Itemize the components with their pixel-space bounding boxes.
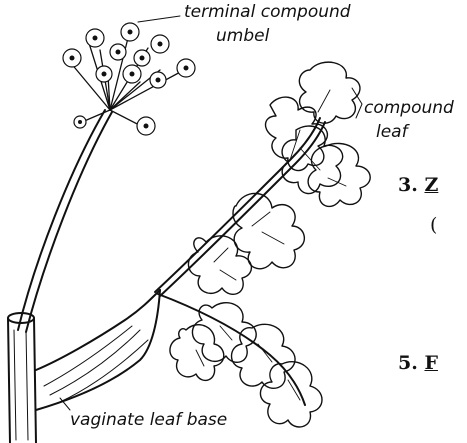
label-leaf-line2: leaf: [376, 124, 408, 141]
margin-item-3: 3. Z: [398, 176, 438, 195]
label-leaf-base: vaginate leaf base: [70, 412, 227, 429]
main-stem: [8, 313, 36, 443]
label-leaf: compound: [364, 100, 454, 117]
margin-item-5: 5. F: [398, 354, 438, 373]
umbel-rays: [70, 38, 184, 128]
flower-stalk: [18, 110, 112, 332]
margin-paren: (: [430, 216, 437, 235]
margin-item-5-partial: F: [424, 352, 438, 374]
margin-item-3-partial: Z: [424, 174, 438, 196]
label-umbel-line2: umbel: [216, 28, 269, 45]
margin-item-3-number: 3.: [398, 174, 418, 196]
leaf-sheath: [36, 290, 160, 410]
umbellets: [63, 23, 195, 135]
margin-item-5-number: 5.: [398, 352, 418, 374]
leaflets: [170, 62, 370, 427]
label-umbel: terminal compound: [184, 4, 351, 21]
leaflet-veins: [196, 90, 346, 400]
